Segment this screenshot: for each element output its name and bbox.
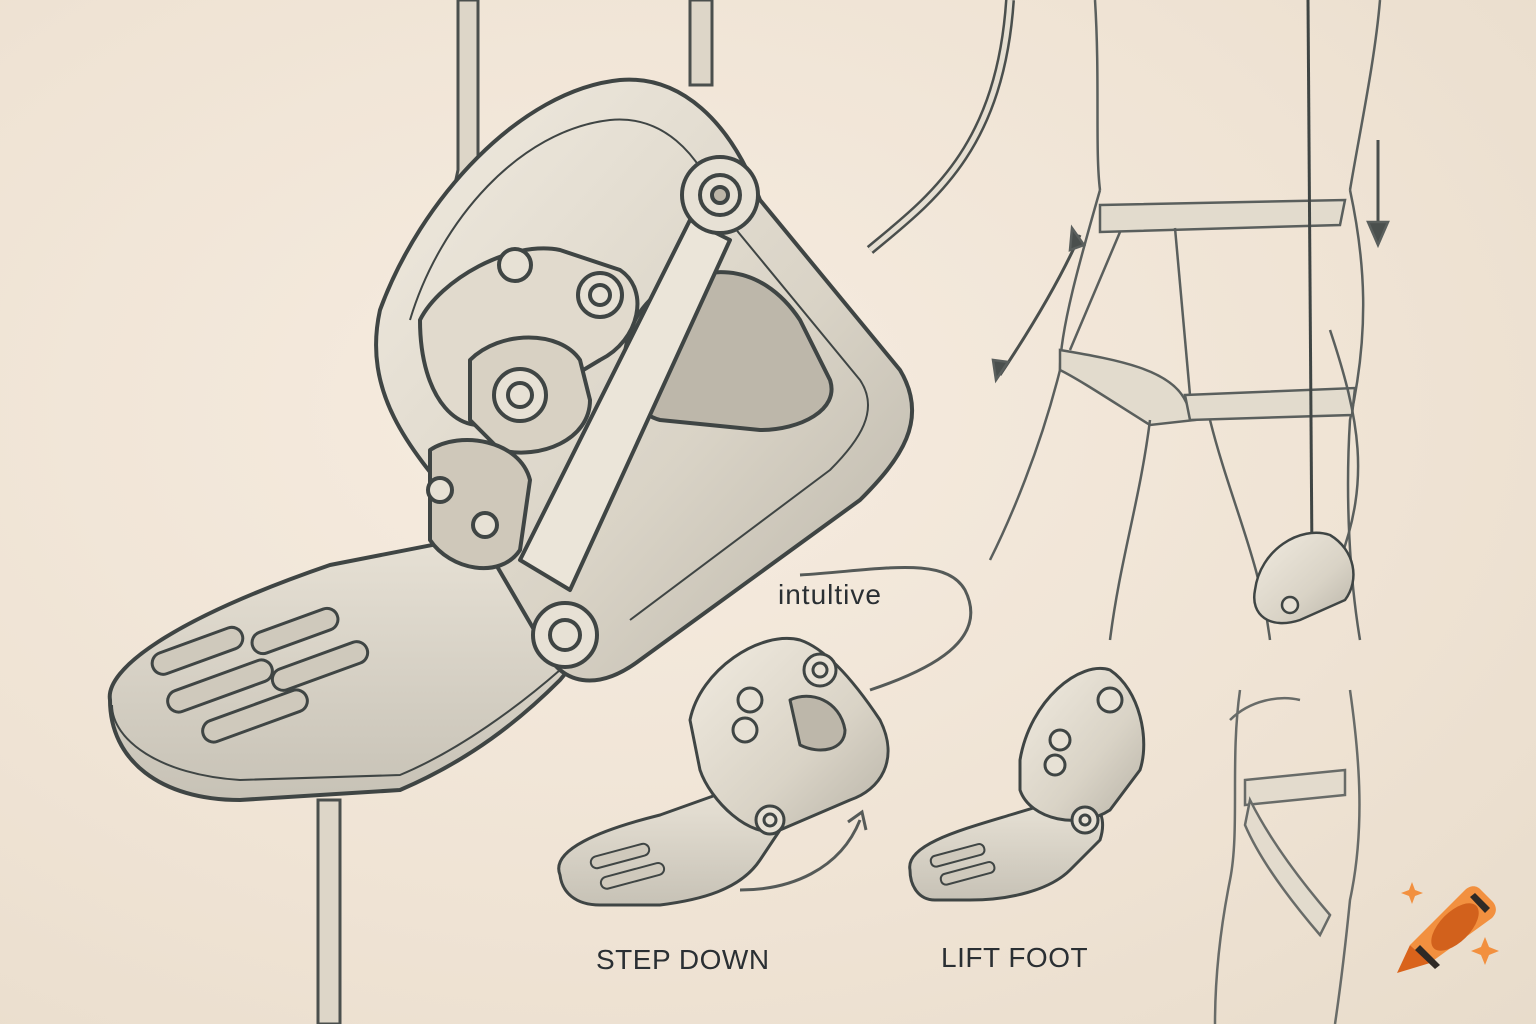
- harness-figure-top: [988, 0, 1390, 641]
- caption-step-down: STEP DOWN: [596, 944, 770, 975]
- cord-annotation: [799, 566, 973, 692]
- crayon-icon: [1397, 882, 1499, 973]
- annotation-intuitive: intultive: [778, 579, 882, 610]
- harness-figure-bottom: [1213, 689, 1361, 1024]
- foot-ascender-lift-foot: [908, 667, 1146, 902]
- foot-ascender-large: [107, 77, 915, 802]
- caption-lift-foot: LIFT FOOT: [941, 942, 1089, 973]
- cord: [866, 0, 1015, 254]
- foot-ascender-step-down: [557, 637, 890, 907]
- motion-arrow: [739, 819, 862, 892]
